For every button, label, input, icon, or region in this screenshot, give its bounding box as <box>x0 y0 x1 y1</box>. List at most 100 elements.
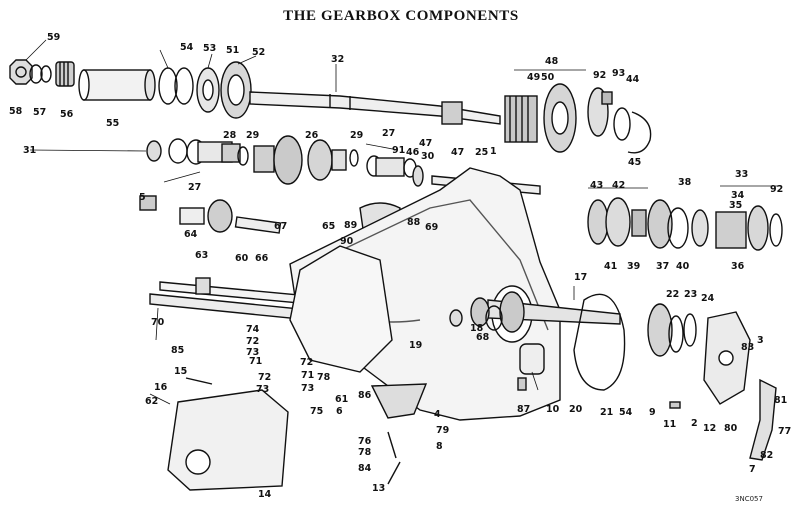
bearing-51 <box>196 67 220 113</box>
washer-29b <box>349 149 359 167</box>
circlip-45 <box>627 111 652 154</box>
bearing-20 <box>647 303 673 357</box>
bearing-18 <box>485 305 503 331</box>
cover-86 <box>370 383 428 419</box>
callout-label: 27 <box>188 182 202 193</box>
front-cover-9 <box>703 311 751 405</box>
callout-label: 24 <box>701 293 715 304</box>
callout-label: 61 <box>335 394 349 405</box>
callout-label: 54 <box>619 407 633 418</box>
callout-label: 17 <box>574 272 588 283</box>
callout-label: 43 <box>590 180 604 191</box>
callout-label: 13 <box>372 483 386 494</box>
callout-label: 22 <box>666 289 680 300</box>
bush-28 <box>221 143 241 163</box>
callout-label: 41 <box>604 261 618 272</box>
callout-label: 91 <box>392 145 406 156</box>
bearing-52 <box>220 61 252 119</box>
callout-label: 56 <box>60 109 74 120</box>
bolt-7 <box>387 461 401 485</box>
callout-label: 75 <box>310 406 324 417</box>
callout-label: 77 <box>778 426 792 437</box>
nut-59 <box>9 59 33 85</box>
callout-label: 81 <box>774 395 788 406</box>
synchro-assembly-42 <box>587 197 709 249</box>
callout-label: 72 <box>258 372 272 383</box>
callout-label: 38 <box>678 177 692 188</box>
washer-30 <box>412 165 424 187</box>
reverse-gear-64 <box>179 199 233 233</box>
roller-bearing-27b <box>366 155 417 178</box>
callout-label: 6 <box>336 406 343 417</box>
pin-2 <box>669 401 681 409</box>
bolt-3 <box>185 377 213 385</box>
callout-label: 32 <box>331 54 345 65</box>
callout-label: 92 <box>770 184 784 195</box>
callout-label: 79 <box>436 425 450 436</box>
input-shaft-17 <box>487 291 621 333</box>
callout-label: 74 <box>246 324 260 335</box>
ring-44 <box>613 107 631 141</box>
callout-label: 7 <box>749 464 756 475</box>
callout-label: 73 <box>256 384 270 395</box>
callout-label: 3 <box>757 335 764 346</box>
callout-label: 19 <box>409 340 423 351</box>
callout-label: 9 <box>649 407 656 418</box>
callout-label: 42 <box>612 180 626 191</box>
callout-label: 50 <box>541 72 555 83</box>
callout-label: 35 <box>729 200 743 211</box>
bearing-19 <box>470 297 490 327</box>
washer-31 <box>146 140 162 162</box>
callout-label: 8 <box>436 441 443 452</box>
callout-label: 90 <box>340 236 354 247</box>
reference-code: 3NC057 <box>735 495 763 503</box>
callout-label: 23 <box>684 289 698 300</box>
callout-label: 55 <box>106 118 120 129</box>
callout-label: 33 <box>735 169 749 180</box>
callout-label: 25 <box>475 147 489 158</box>
callout-label: 51 <box>226 45 240 56</box>
callout-label: 78 <box>358 447 372 458</box>
callout-label: 63 <box>195 250 209 261</box>
callout-label: 87 <box>517 404 531 415</box>
callout-label: 20 <box>569 404 583 415</box>
callout-label: 92 <box>593 70 607 81</box>
ring-53 <box>174 67 194 105</box>
callout-label: 21 <box>600 407 614 418</box>
callout-label: 4 <box>434 409 441 420</box>
callout-label: 83 <box>741 342 755 353</box>
block-93 <box>601 91 613 105</box>
callout-label: 18 <box>470 323 484 334</box>
mainshaft-32 <box>249 91 501 125</box>
gasket-10 <box>573 293 626 391</box>
gear-cluster-48 <box>504 83 577 153</box>
washer-57 <box>40 65 52 83</box>
callout-label: 16 <box>154 382 168 393</box>
callout-label: 84 <box>358 463 372 474</box>
ring-23 <box>683 313 697 347</box>
callout-label: 12 <box>703 423 717 434</box>
side-cover-13 <box>167 389 289 491</box>
callout-label: 70 <box>151 317 165 328</box>
release-fork-80 <box>749 378 777 461</box>
laygear-26 <box>253 135 347 185</box>
washer-29 <box>237 146 249 166</box>
callout-label: 89 <box>344 220 358 231</box>
callout-label: 93 <box>612 68 626 79</box>
bolt-78 <box>387 431 397 459</box>
callout-label: 82 <box>760 450 774 461</box>
callout-label: 39 <box>627 261 641 272</box>
pin-4 <box>517 377 527 391</box>
callout-label: 71 <box>301 370 315 381</box>
callout-label: 64 <box>184 229 198 240</box>
callout-label: 46 <box>406 147 420 158</box>
reverse-shaft-60 <box>234 216 282 234</box>
callout-label: 15 <box>174 366 188 377</box>
callout-label: 72 <box>246 336 260 347</box>
callout-label: 28 <box>223 130 237 141</box>
callout-label: 52 <box>252 47 266 58</box>
selector-plate-69 <box>289 245 393 373</box>
callout-label: 2 <box>691 418 698 429</box>
callout-label: 30 <box>421 151 435 162</box>
